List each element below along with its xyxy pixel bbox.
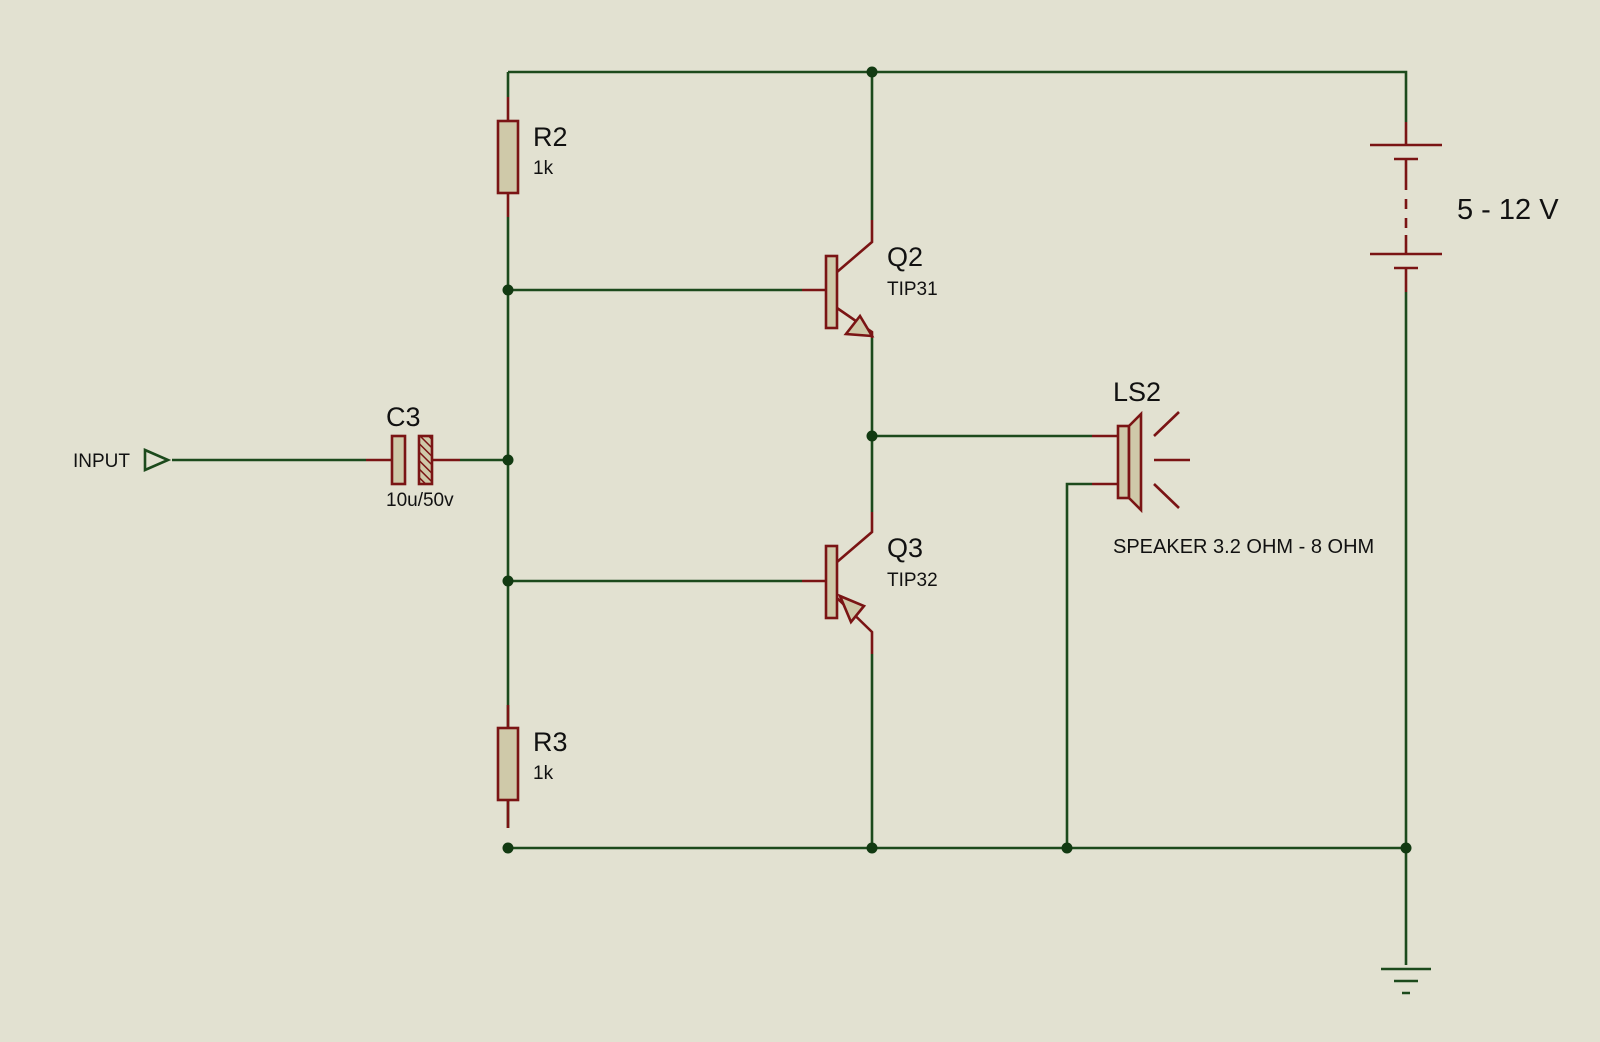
battery-cell-top [1370,122,1442,180]
capacitor-c3[interactable]: C3 10u/50v [366,402,460,511]
transistor-q3-emitter-arrow-icon [837,593,867,625]
wires [172,70,1408,965]
speaker-ls2-ref: LS2 [1113,377,1161,407]
input-terminal-label: INPUT [73,451,130,472]
speaker-ls2[interactable]: LS2 SPEAKER 3.2 OHM - 8 OHM [1092,377,1374,558]
transistor-q2-emitter-arrow-icon [843,313,875,338]
capacitor-c3-value: 10u/50v [386,490,454,511]
junction-dot [502,842,514,854]
capacitor-c3-ref: C3 [386,402,421,432]
input-terminal-icon [143,448,172,472]
junctions [502,66,1412,854]
junction-dot [502,454,514,466]
battery-voltage-label: 5 - 12 V [1457,194,1559,226]
capacitor-c3-plate-minus [417,434,434,486]
transistor-q2-collector-lead [836,220,874,273]
resistor-r2-body [496,119,520,195]
junction-dot [866,842,878,854]
battery[interactable]: 5 - 12 V [1370,122,1559,292]
transistor-q2-base-bar [824,254,839,330]
transistor-q2-value: TIP31 [887,279,938,300]
transistor-q2[interactable]: Q2 TIP31 [802,220,938,338]
transistor-q2-ref: Q2 [887,242,923,272]
speaker-ls2-coil [1116,424,1131,500]
junction-dot [1061,842,1073,854]
junction-dot [1400,842,1412,854]
resistor-r2-ref: R2 [533,122,568,152]
ground-symbol [1381,967,1431,995]
resistor-r3[interactable]: R3 1k [496,705,568,828]
capacitor-c3-plate-plus [390,434,407,486]
transistor-q3[interactable]: Q3 TIP32 [802,512,938,654]
resistor-r3-body [496,726,520,802]
junction-dot [866,66,878,78]
transistor-q3-value: TIP32 [887,570,938,591]
wire-speaker-minus [1065,482,1092,848]
wire-top-rail [508,70,1408,122]
transistor-q3-base-bar [824,544,839,620]
battery-cell-bottom [1370,235,1442,292]
speaker-ls2-sound-waves-icon [1153,411,1190,509]
resistor-r2[interactable]: R2 1k [496,97,568,217]
junction-dot [502,575,514,587]
transistor-q3-ref: Q3 [887,533,923,563]
input-terminal[interactable]: INPUT [73,448,172,472]
resistor-r3-value: 1k [533,763,554,784]
resistor-r3-ref: R3 [533,727,568,757]
speaker-ls2-value: SPEAKER 3.2 OHM - 8 OHM [1113,536,1374,558]
transistor-q3-collector-lead [836,512,874,563]
ground-icon [1381,967,1431,995]
resistor-r2-value: 1k [533,158,554,179]
junction-dot [866,430,878,442]
junction-dot [502,284,514,296]
speaker-ls2-cone-icon [1127,410,1143,514]
